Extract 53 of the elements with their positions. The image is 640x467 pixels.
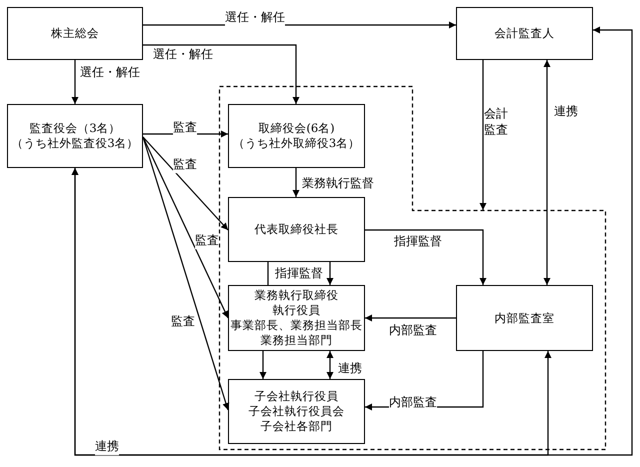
arrow xyxy=(72,60,78,104)
box-text: 代表取締役社長 xyxy=(254,222,338,237)
process-box xyxy=(228,379,365,444)
arrow xyxy=(365,229,486,285)
box-text: 事業部長、業務担当部長 xyxy=(230,318,362,333)
edge-label: 監査 xyxy=(173,120,197,136)
box-text: 株主総会 xyxy=(51,26,99,41)
box-text: 子会社各部門 xyxy=(260,418,332,434)
box-text: 会計監査人 xyxy=(494,26,554,41)
arrow xyxy=(544,60,550,285)
arrow xyxy=(142,136,230,410)
edge-label: 内部監査 xyxy=(389,323,437,339)
edge-label: 連携 xyxy=(338,361,362,377)
edge-label: 監査 xyxy=(173,157,197,173)
process-box xyxy=(7,104,143,168)
box-text: 監査役会（3名） xyxy=(29,121,121,136)
arrow xyxy=(292,168,300,197)
edge-label: 指揮監督 xyxy=(394,234,442,250)
box-text: 業務執行取締役 xyxy=(254,288,338,304)
process-box xyxy=(456,285,593,351)
arrow xyxy=(326,351,334,379)
arrow xyxy=(260,351,266,379)
box-text: 子会社執行役員 xyxy=(254,389,338,404)
edge-label: 監査 xyxy=(195,233,219,249)
arrow xyxy=(72,168,552,456)
edge-label: 会計監査 xyxy=(484,106,508,138)
edge-label: 選任・解任 xyxy=(225,10,285,26)
arrow xyxy=(480,60,486,210)
edge-label: 選任・解任 xyxy=(153,47,213,63)
arrow xyxy=(365,314,456,322)
edge-label: 指揮監督 xyxy=(275,266,323,282)
arrow xyxy=(142,136,229,318)
arrow xyxy=(143,130,228,138)
box-text: 内部監査室 xyxy=(494,310,554,326)
edge-label: 連携 xyxy=(95,439,119,455)
edge-label: 選任・解任 xyxy=(80,65,140,81)
arrow xyxy=(326,262,334,285)
box-text: 執行役員 xyxy=(272,303,320,318)
box-text: 業務担当部門 xyxy=(260,332,332,348)
arrow xyxy=(142,136,228,230)
process-box xyxy=(228,285,365,351)
arrow xyxy=(143,44,300,104)
box-text: 子会社執行役員会 xyxy=(248,404,344,419)
box-text: （うち社外取締役3名） xyxy=(232,136,360,151)
box-text: 取締役会(6名) xyxy=(258,121,335,136)
edge-label: 内部監査 xyxy=(389,395,437,411)
process-box xyxy=(7,7,143,60)
edge-label: 連携 xyxy=(554,104,578,120)
process-box xyxy=(228,197,365,262)
process-box xyxy=(456,7,593,60)
process-box xyxy=(228,104,365,168)
edge-label: 業務執行監督 xyxy=(302,176,374,192)
box-text: （うち社外監査役3名） xyxy=(11,136,139,151)
